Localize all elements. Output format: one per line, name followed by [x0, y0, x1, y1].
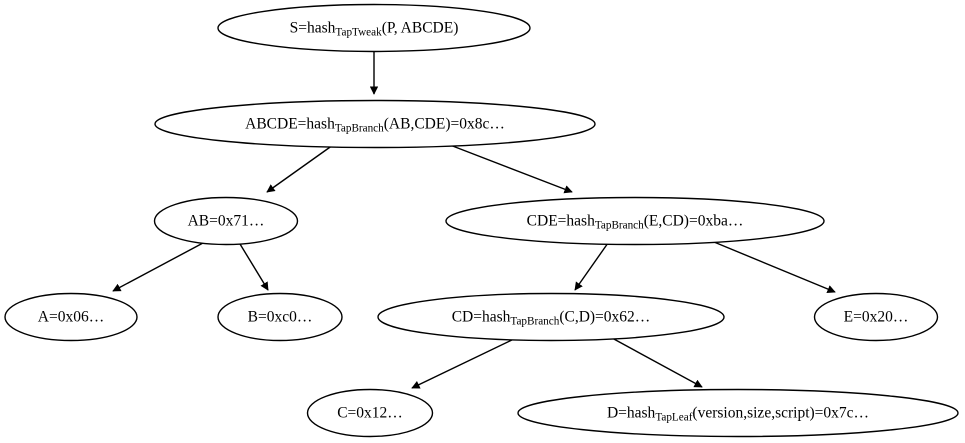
node-ab-ellipse[interactable]	[153, 196, 299, 246]
edge-cde-e	[713, 241, 836, 293]
edge-abcde-cde	[449, 144, 573, 194]
node-b[interactable]	[218, 294, 342, 341]
node-a-ellipse[interactable]	[4, 292, 138, 342]
node-s[interactable]	[218, 5, 530, 52]
node-abcde[interactable]	[155, 101, 595, 148]
node-cd-ellipse[interactable]	[377, 292, 725, 342]
edge-cd-c	[411, 337, 517, 389]
edge-ab-a	[112, 242, 204, 292]
node-cde[interactable]	[446, 198, 824, 245]
node-d[interactable]	[518, 390, 958, 437]
node-s-ellipse[interactable]	[217, 3, 531, 53]
edge-cd-d	[611, 337, 703, 388]
node-e[interactable]	[815, 294, 938, 341]
node-ab[interactable]	[155, 198, 298, 245]
node-abcde-ellipse[interactable]	[154, 99, 596, 149]
node-c-ellipse[interactable]	[306, 388, 434, 438]
node-c[interactable]	[308, 390, 433, 437]
edge-ab-b	[239, 243, 269, 291]
node-a[interactable]	[5, 294, 137, 341]
edges-layer	[112, 52, 836, 389]
node-d-ellipse[interactable]	[517, 388, 959, 438]
node-cd[interactable]	[378, 294, 724, 341]
edge-abcde-ab	[266, 144, 334, 193]
edge-cde-cd	[574, 242, 609, 291]
node-ellipses-layer	[4, 3, 959, 438]
node-b-ellipse[interactable]	[217, 292, 343, 342]
node-e-ellipse[interactable]	[813, 292, 939, 342]
node-cde-ellipse[interactable]	[445, 196, 825, 246]
